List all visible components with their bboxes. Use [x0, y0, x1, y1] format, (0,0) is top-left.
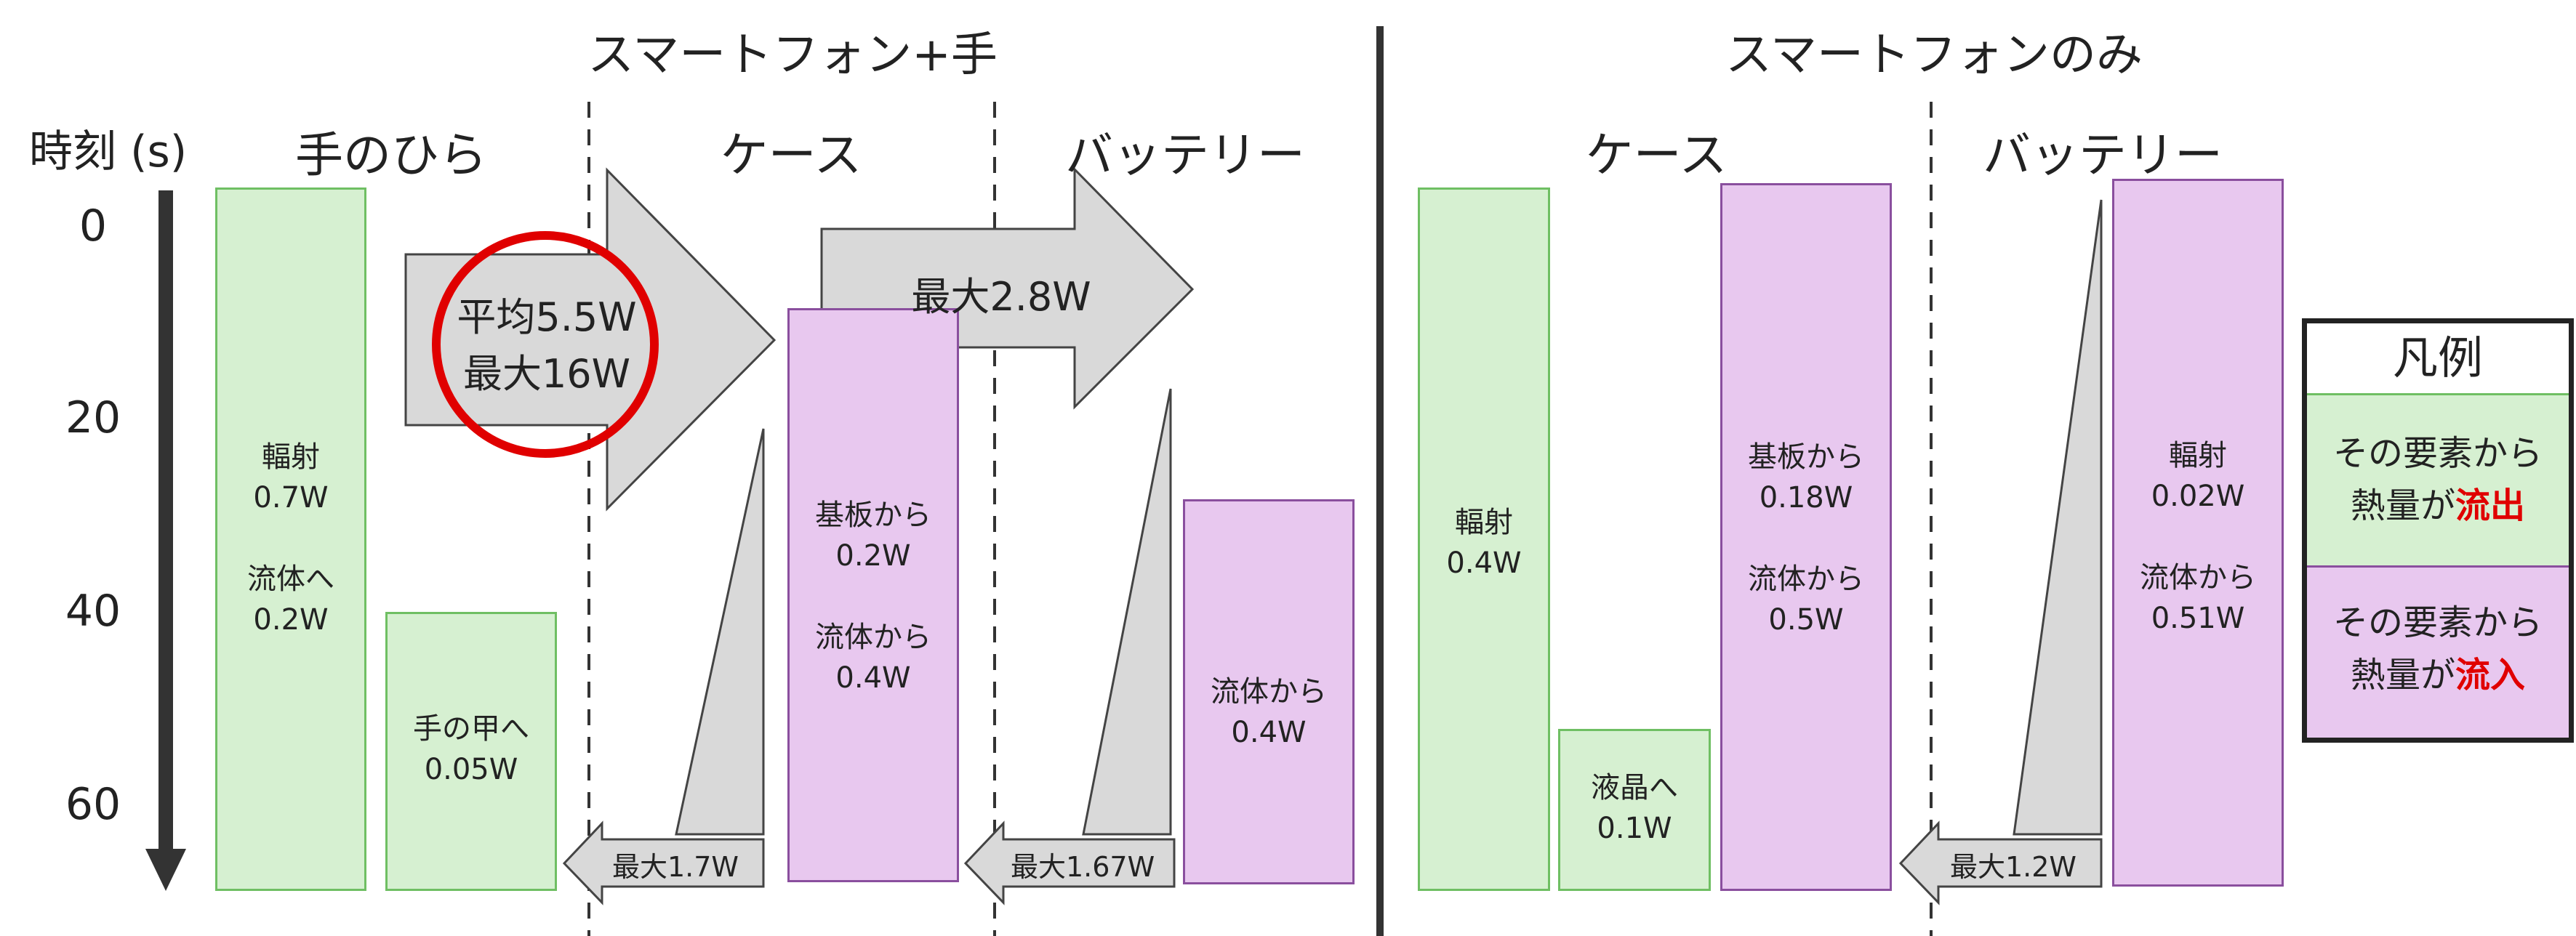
- column-battery-right: バッテリー: [1983, 127, 2223, 183]
- legend-outflow: その要素から 熱量が流出: [2307, 393, 2569, 568]
- bar-battery-left-label: 流体から 0.4W: [1211, 675, 1327, 749]
- legend-inflow-highlight: 流入: [2455, 655, 2526, 695]
- header-with-hand: スマートフォン+手: [587, 28, 998, 82]
- time-axis-label: 時刻 (s): [29, 126, 188, 177]
- bar-case-right-lcd: 液晶へ 0.1W: [1558, 729, 1711, 891]
- legend-outflow-prefix: 熱量が: [2350, 485, 2455, 526]
- legend-inflow: その要素から 熱量が流入: [2307, 568, 2569, 738]
- wedge-case-left: [675, 428, 765, 836]
- back-arrow-battery-left: [963, 820, 1176, 905]
- bar-case-left: 基板から 0.2W 流体から 0.4W: [787, 308, 959, 882]
- legend-outflow-line1: その要素から: [2332, 433, 2543, 474]
- back-arrow-battery-right: [1898, 820, 2103, 905]
- bar-case-right-main-label: 輻射 0.4W: [1446, 506, 1522, 580]
- legend-title: 凡例: [2392, 331, 2483, 384]
- back-arrow-battery-right-label: 最大1.2W: [1950, 851, 2077, 883]
- column-case-left: ケース: [720, 127, 862, 183]
- time-tick-40: 40: [65, 586, 121, 637]
- bar-case-right-lcd-label: 液晶へ 0.1W: [1591, 771, 1678, 845]
- arrow-case-to-battery-label: 最大2.8W: [911, 274, 1091, 320]
- legend-outflow-line2: 熱量が流出: [2307, 481, 2569, 530]
- header-phone-only: スマートフォンのみ: [1725, 28, 2143, 82]
- time-tick-60: 60: [65, 779, 121, 830]
- column-battery-left: バッテリー: [1065, 127, 1305, 183]
- column-case-right: ケース: [1585, 127, 1728, 183]
- back-arrow-case-left: [562, 820, 765, 905]
- highlight-circle: [432, 231, 659, 458]
- bar-case-right-main: 輻射 0.4W: [1418, 187, 1550, 891]
- bar-palm-back-label: 手の甲へ 0.05W: [413, 712, 529, 786]
- bar-battery-right-label: 輻射 0.02W 流体から 0.51W: [2140, 439, 2256, 635]
- bar-palm-back: 手の甲へ 0.05W: [385, 612, 557, 891]
- back-arrow-case-left-label: 最大1.7W: [612, 851, 739, 883]
- legend: 凡例 その要素から 熱量が流出 その要素から 熱量が流入: [2302, 318, 2574, 743]
- bar-case-left-label: 基板から 0.2W 流体から 0.4W: [815, 499, 931, 695]
- time-tick-20: 20: [65, 392, 121, 443]
- time-tick-0: 0: [79, 201, 108, 251]
- wedge-battery-left: [1082, 388, 1172, 836]
- legend-inflow-line2: 熱量が流入: [2307, 650, 2569, 700]
- bar-palm-main: 輻射 0.7W 流体へ 0.2W: [215, 187, 366, 891]
- bar-battery-left: 流体から 0.4W: [1183, 499, 1355, 884]
- legend-outflow-highlight: 流出: [2455, 485, 2526, 526]
- arrow-palm-to-case: [404, 167, 777, 512]
- time-axis-arrowhead: [145, 849, 186, 891]
- column-palm: 手のひら: [295, 127, 487, 183]
- bar-battery-right: 輻射 0.02W 流体から 0.51W: [2112, 179, 2284, 887]
- legend-inflow-prefix: 熱量が: [2350, 655, 2455, 695]
- bar-case-right-board: 基板から 0.18W 流体から 0.5W: [1720, 183, 1892, 891]
- wedge-battery-right: [2013, 199, 2103, 836]
- legend-inflow-line1: その要素から: [2332, 602, 2543, 643]
- bar-case-right-board-label: 基板から 0.18W 流体から 0.5W: [1748, 440, 1864, 637]
- arrow-palm-to-case-label-1: 平均5.5W: [457, 294, 637, 340]
- back-arrow-battery-left-label: 最大1.67W: [1011, 851, 1155, 883]
- bar-palm-main-label: 輻射 0.7W 流体へ 0.2W: [247, 440, 334, 637]
- arrow-palm-to-case-label-2: 最大16W: [462, 351, 631, 397]
